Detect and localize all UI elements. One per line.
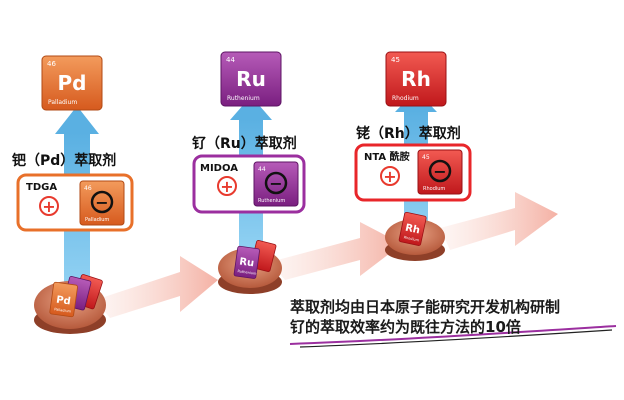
minus-icon <box>428 159 452 183</box>
element-name-pd: Palladium <box>48 99 77 106</box>
dish-name-rh: Rhodium <box>403 235 420 242</box>
element-tile-pd: 46 Pd Palladium <box>41 55 103 111</box>
complex-name-pd: Palladium <box>85 217 109 223</box>
complex-box-pd: TDGA + 46 − Palladium <box>16 173 134 232</box>
dish-name-pd: Palladium <box>54 307 72 313</box>
dish-rh: Rh Rhodium <box>385 211 445 261</box>
flow-arrow-2 <box>270 222 402 280</box>
extractant-label-rh: 铑（Rh）萃取剂 <box>356 125 461 142</box>
plus-icon <box>39 196 59 216</box>
complex-name-ru: Ruthenium <box>258 198 285 204</box>
complex-number-ru: 44 <box>258 166 266 173</box>
element-symbol-ru: Ru <box>236 67 266 91</box>
minus-icon <box>90 190 114 214</box>
element-symbol-rh: Rh <box>401 67 431 91</box>
dish-ru-rh: Ru Ruthenium <box>218 240 282 294</box>
dish-symbol-pd: Pd <box>56 295 72 308</box>
element-name-ru: Ruthenium <box>227 95 260 102</box>
plus-icon <box>380 166 400 186</box>
element-tile-ru: 44 Ru Ruthenium <box>220 51 282 107</box>
complex-box-rh: NTA 酰胺 + 45 − Rhodium <box>354 143 472 202</box>
minus-sign-ru: − <box>269 174 282 193</box>
complex-box-ru: MIDOA + 44 − Ruthenium <box>192 154 306 214</box>
agent-label-ru: MIDOA <box>200 163 238 174</box>
plus-icon <box>217 176 237 196</box>
element-name-rh: Rhodium <box>392 95 419 102</box>
dish-name-ru: Ruthenium <box>237 269 257 276</box>
element-symbol-pd: Pd <box>58 71 87 95</box>
flow-arrow-1 <box>95 256 218 318</box>
minus-sign-rh: − <box>433 162 446 181</box>
extractant-label-ru: 钌（Ru）萃取剂 <box>192 135 297 152</box>
element-number-ru: 44 <box>226 56 235 64</box>
element-number-rh: 45 <box>391 56 400 64</box>
complex-number-pd: 46 <box>84 185 92 192</box>
agent-label-rh: NTA 酰胺 <box>364 150 410 163</box>
complex-number-rh: 45 <box>422 154 430 161</box>
caption-line-1: 萃取剂均由日本原子能研究开发机构研制 <box>290 298 561 316</box>
caption-underline-black <box>299 329 613 348</box>
caption-underline-purple <box>289 325 617 345</box>
plus-sign-ru: + <box>220 177 233 196</box>
caption-line-2: 钌的萃取效率约为既往方法的10倍 <box>290 318 521 336</box>
complex-name-rh: Rhodium <box>423 186 445 192</box>
agent-label-pd: TDGA <box>26 182 57 193</box>
plus-sign-pd: + <box>42 197 55 216</box>
extractant-label-pd: 钯（Pd）萃取剂 <box>11 152 116 169</box>
flow-arrow-3 <box>440 192 558 250</box>
element-tile-rh: 45 Rh Rhodium <box>385 51 447 107</box>
minus-icon <box>264 171 288 195</box>
dish-symbol-rh: Rh <box>404 223 421 237</box>
element-number-pd: 46 <box>47 60 56 68</box>
minus-sign-pd: − <box>95 193 108 212</box>
plus-sign-rh: + <box>383 167 396 186</box>
dish-pd-ru-rh: Pd Palladium <box>34 274 106 334</box>
dish-symbol-ru: Ru <box>239 256 255 269</box>
